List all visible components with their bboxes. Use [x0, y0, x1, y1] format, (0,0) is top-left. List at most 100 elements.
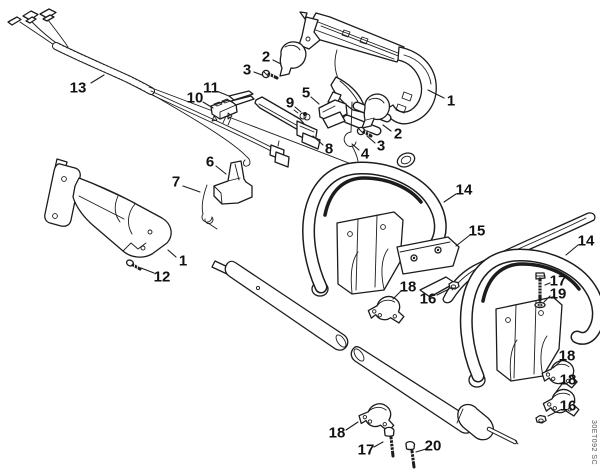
- callout-17: 17: [358, 441, 384, 459]
- callout-leader: [218, 91, 230, 97]
- callout-number: 18: [560, 372, 577, 389]
- callout-number: 10: [187, 90, 204, 107]
- part-loop-handle-right: [459, 248, 600, 388]
- callout-leader: [312, 135, 324, 146]
- callout-number: 18: [559, 348, 576, 365]
- callout-leader: [382, 124, 392, 132]
- callout-1: 1: [167, 249, 187, 270]
- callout-number: 4: [361, 146, 370, 163]
- callout-9: 9: [286, 95, 302, 113]
- callout-leader: [310, 96, 320, 105]
- callout-leader: [427, 89, 445, 99]
- callout-1: 1: [427, 89, 455, 110]
- callout-number: 8: [325, 141, 333, 158]
- part-nut-16b: [535, 414, 547, 424]
- callout-number: 14: [578, 233, 595, 250]
- callout-6: 6: [206, 154, 227, 175]
- callout-number: 3: [377, 138, 385, 155]
- callout-leader: [182, 185, 201, 193]
- callout-16: 16: [547, 398, 577, 417]
- callout-number: 7: [172, 174, 180, 191]
- callout-16: 16: [420, 288, 450, 308]
- part-screw-3b: [356, 126, 373, 138]
- callout-leader: [215, 165, 227, 175]
- callout-20: 20: [415, 438, 442, 455]
- part-switch-10: [210, 98, 238, 122]
- callout-number: 2: [394, 126, 402, 143]
- callout-number: 1: [179, 253, 187, 270]
- callout-number: 19: [550, 286, 567, 303]
- callout-number: 12: [154, 269, 171, 286]
- callout-14: 14: [565, 233, 595, 256]
- part-slide-5: [318, 91, 348, 129]
- callout-number: 18: [400, 279, 417, 296]
- callout-4: 4: [351, 143, 370, 163]
- part-nut-16a: [448, 280, 460, 290]
- part-rod-8: [254, 96, 321, 150]
- callout-number: 11: [203, 80, 219, 97]
- callout-leader: [272, 59, 282, 65]
- part-screw-12: [125, 259, 142, 271]
- callout-number: 9: [286, 95, 294, 112]
- callout-number: 18: [329, 425, 346, 442]
- part-bail-bar-15: [396, 212, 596, 304]
- callout-19: 19: [543, 286, 567, 303]
- callout-18: 18: [552, 348, 576, 369]
- callout-11: 11: [203, 80, 230, 97]
- callout-leader: [202, 101, 214, 109]
- callout-leader: [443, 193, 457, 203]
- callout-leader: [167, 249, 177, 258]
- part-clamp-2a: [279, 41, 307, 77]
- callout-17: 17: [544, 273, 566, 290]
- callout-leader: [253, 71, 263, 76]
- callout-leader: [455, 234, 471, 247]
- part-spring-7: [201, 184, 218, 230]
- callout-7: 7: [172, 174, 201, 193]
- callout-number: 16: [420, 291, 437, 308]
- callout-12: 12: [140, 267, 171, 286]
- part-lever-11: [228, 90, 255, 106]
- callout-13: 13: [70, 74, 105, 97]
- callout-2: 2: [382, 124, 402, 143]
- part-drive-tube: [211, 260, 519, 445]
- callout-leader: [351, 143, 360, 151]
- callout-leader: [345, 421, 359, 431]
- callout-leader: [294, 106, 302, 113]
- callout-leader: [544, 282, 551, 286]
- callout-number: 3: [243, 62, 251, 79]
- callout-number: 16: [560, 398, 577, 415]
- callout-leader: [415, 448, 427, 453]
- callout-number: 15: [469, 223, 486, 240]
- callout-leader: [552, 360, 562, 369]
- callout-leader: [436, 288, 450, 296]
- callout-leader: [90, 74, 105, 84]
- drawing-number: 30ET092 SC: [590, 420, 597, 465]
- part-handle-housing-lower: [44, 158, 172, 258]
- part-screw-17a: [535, 272, 546, 302]
- part-handle-housing-upper: [298, 11, 437, 168]
- callout-3: 3: [243, 62, 263, 79]
- callout-number: 20: [425, 438, 442, 455]
- callout-18: 18: [555, 372, 577, 393]
- callout-15: 15: [455, 223, 486, 247]
- callout-number: 17: [358, 442, 375, 459]
- part-throttle-cable: [7, 8, 365, 172]
- callout-18: 18: [392, 279, 417, 300]
- callout-leader: [547, 409, 561, 417]
- callout-number: 5: [302, 85, 310, 102]
- callout-number: 6: [206, 154, 214, 171]
- callout-number: 2: [262, 49, 270, 66]
- callout-leader: [140, 267, 155, 274]
- part-washer-19: [534, 301, 546, 309]
- callout-leader: [373, 441, 384, 448]
- part-screw-20: [405, 440, 416, 469]
- part-loop-handle-left: [302, 161, 447, 297]
- callout-10: 10: [187, 90, 214, 109]
- part-screw-3a: [261, 69, 279, 80]
- callout-number: 13: [70, 80, 87, 97]
- part-clamp-2b: [361, 93, 391, 129]
- callout-3: 3: [366, 135, 385, 155]
- callout-number: 14: [456, 182, 473, 199]
- callout-leader: [555, 383, 563, 393]
